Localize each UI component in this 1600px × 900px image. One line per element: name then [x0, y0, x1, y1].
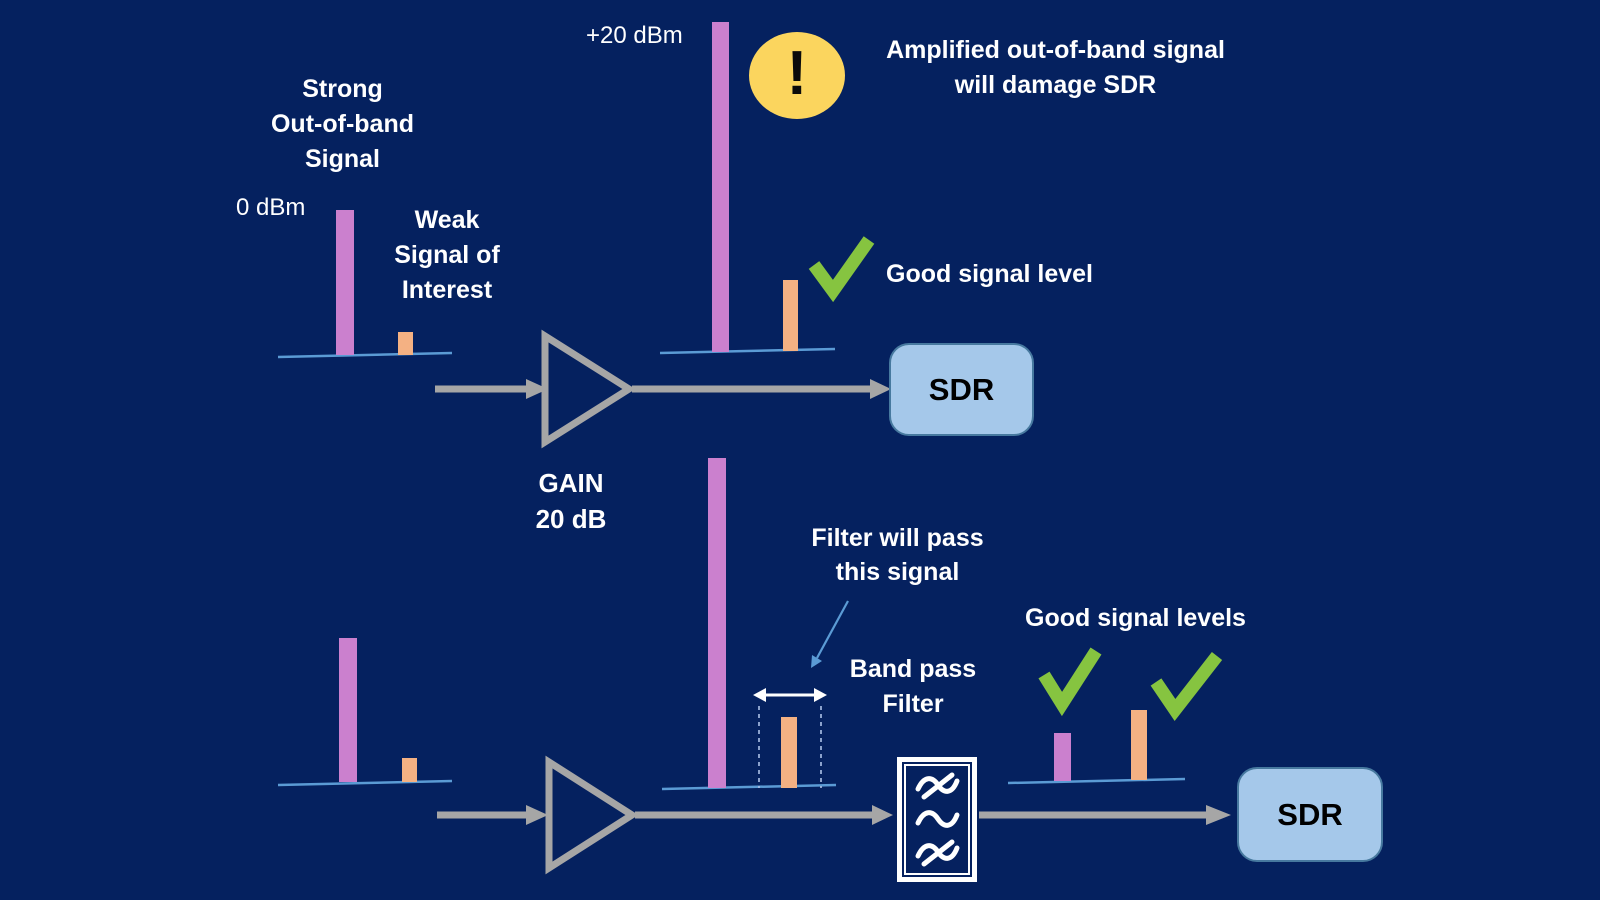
baseline-input-bottom [277, 779, 453, 787]
sdr-label-bottom: SDR [1277, 796, 1343, 832]
warning-text: Amplified out-of-band signal will damage… [886, 36, 1225, 99]
input-arrow-top [435, 379, 548, 399]
filter-callout-label: Filter will pass this signal [811, 524, 984, 586]
arrow-filter-to-sdr [979, 805, 1231, 825]
sine-icon [915, 809, 960, 828]
bar-signal-of-interest-amplified-bottom [781, 717, 797, 788]
amplified-level-label: +20 dBm [586, 22, 683, 49]
baseline-filtered-bottom [1007, 777, 1186, 785]
strong-signal-label: Strong Out-of-band Signal [270, 75, 414, 173]
passband-width-arrow [753, 688, 827, 702]
check-icon-bottom-left [1038, 647, 1102, 717]
gain-label: GAIN 20 dB [535, 468, 607, 534]
bar-out-of-band-amplified-top [712, 22, 729, 352]
bar-signal-of-interest-amplified-top [783, 280, 798, 351]
filter-callout-arrow [811, 600, 849, 668]
good-signal-level-label: Good signal level [886, 260, 1093, 288]
check-icon-top [808, 236, 875, 303]
check-icon-bottom-right [1150, 652, 1223, 722]
baseline-amplified-top [659, 347, 836, 355]
bar-out-of-band-filtered [1054, 733, 1071, 781]
good-signal-levels-label: Good signal levels [1025, 604, 1246, 632]
bar-out-of-band-amplified-bottom [708, 458, 726, 788]
exclamation-glyph: ! [786, 38, 808, 108]
bar-signal-of-interest-input-bottom [402, 758, 417, 782]
baseline-input-top [277, 351, 453, 359]
sdr-label-top: SDR [928, 371, 995, 407]
bar-signal-of-interest-input-top [398, 332, 413, 355]
input-level-label: 0 dBm [236, 194, 306, 221]
baseline-amplified-bottom [661, 783, 837, 791]
bar-out-of-band-input-top [336, 210, 354, 355]
bar-signal-of-interest-filtered [1131, 710, 1147, 780]
input-arrow-bottom [437, 805, 548, 825]
bandpass-filter-label: Band pass Filter [849, 655, 977, 718]
sdr-box-top: SDR [889, 343, 1034, 436]
crossed-sine-icon [915, 839, 960, 867]
arrow-amp-to-filter [635, 805, 893, 825]
crossed-sine-icon [915, 772, 960, 800]
bandpass-filter-inner [904, 764, 970, 875]
weak-signal-label: Weak Signal of Interest [394, 206, 500, 304]
bar-out-of-band-input-bottom [339, 638, 357, 782]
warning-icon: ! [749, 32, 845, 119]
amplifier-triangle-bottom [545, 755, 639, 875]
sdr-box-bottom: SDR [1237, 767, 1383, 862]
amplifier-triangle-top [541, 329, 636, 449]
output-arrow-top [632, 379, 891, 399]
bandpass-filter-symbol [897, 757, 977, 882]
